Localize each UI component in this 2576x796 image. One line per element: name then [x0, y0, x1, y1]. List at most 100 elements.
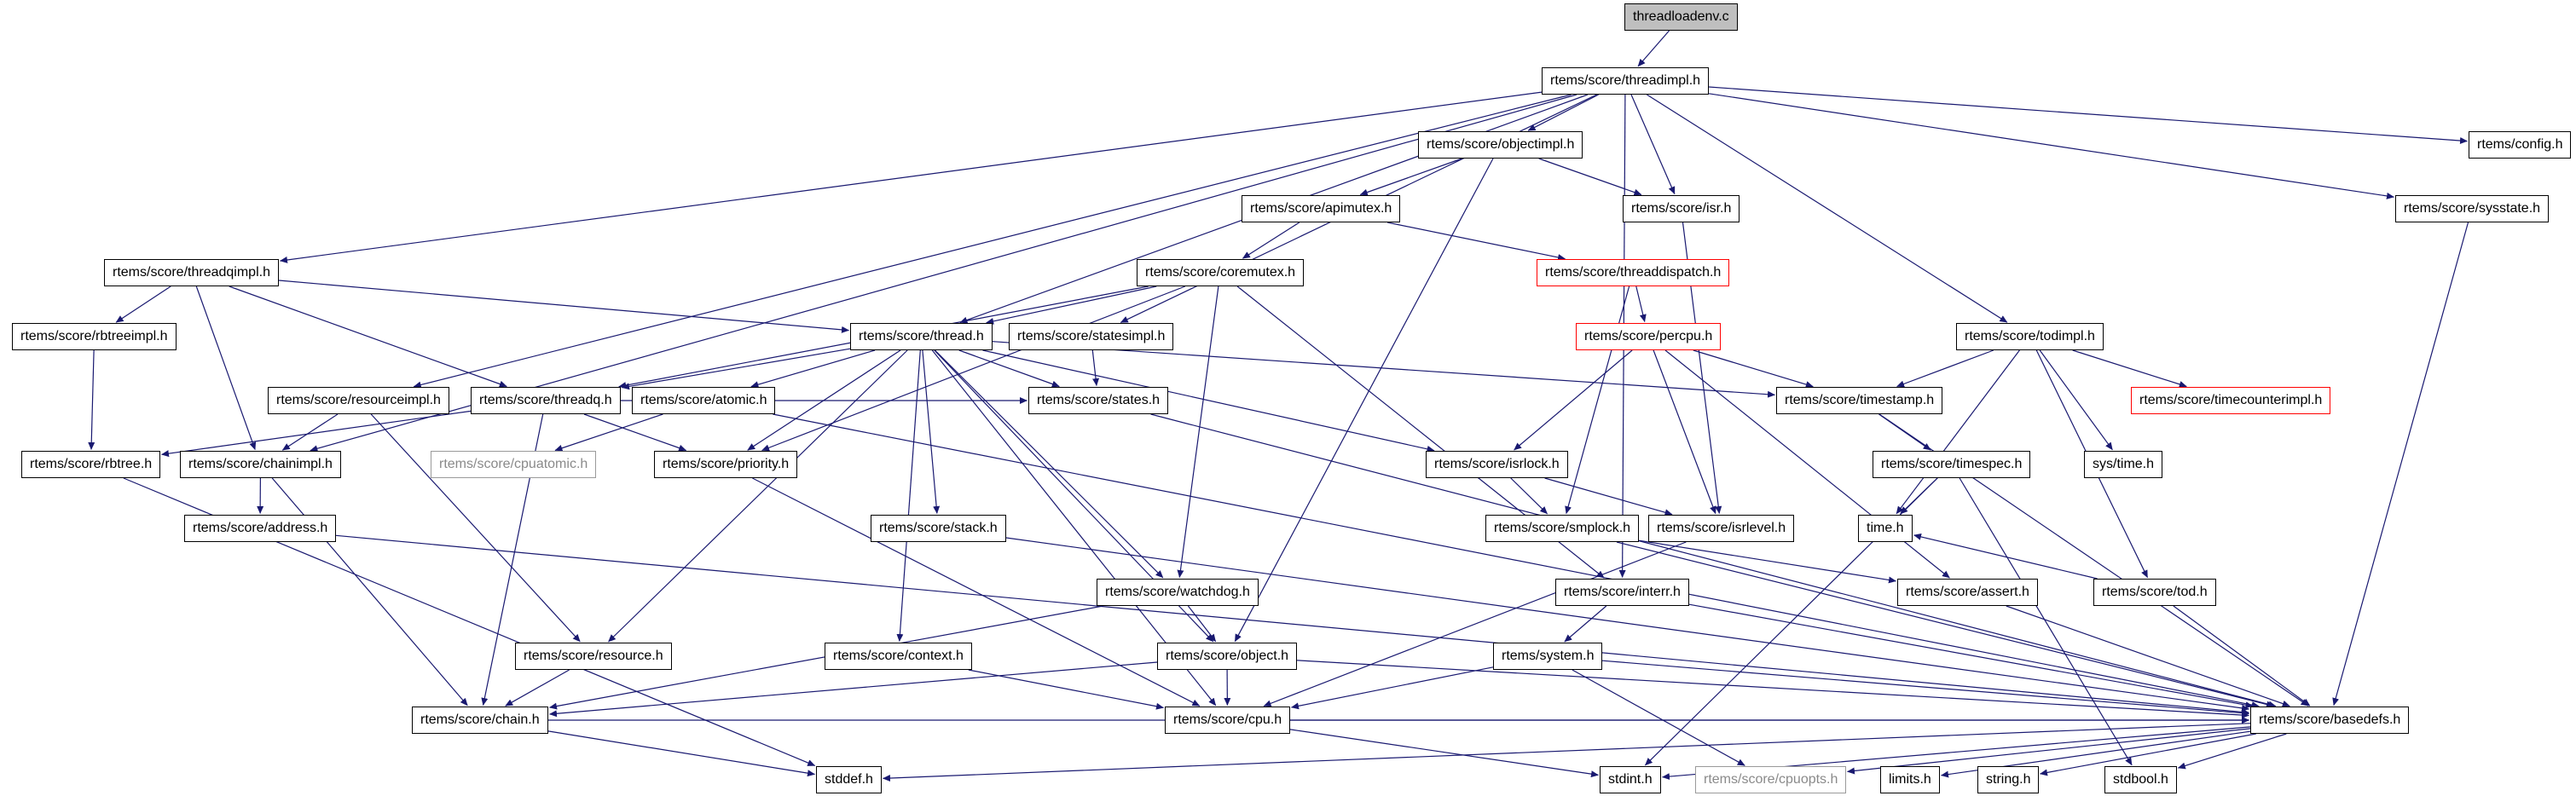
edge-statesimpl-states	[1091, 349, 1100, 386]
edge-isrlevel-cpu	[1263, 541, 1687, 707]
graph-node-apimutex[interactable]: rtems/score/apimutex.h	[1242, 195, 1401, 222]
edge-interr-basedefs	[1688, 603, 2254, 709]
edge-system-cpuopts	[1572, 669, 1745, 766]
edge-threadimpl-objectimpl	[1527, 94, 1599, 131]
graph-node-timecounterimpl[interactable]: rtems/score/timecounterimpl.h	[2131, 387, 2331, 414]
edge-object-chain	[549, 661, 1158, 718]
graph-node-coremutex[interactable]: rtems/score/coremutex.h	[1137, 259, 1305, 286]
graph-node-watchdog[interactable]: rtems/score/watchdog.h	[1097, 579, 1259, 606]
graph-node-cpuatomic: rtems/score/cpuatomic.h	[431, 451, 597, 478]
graph-node-rbtree[interactable]: rtems/score/rbtree.h	[21, 451, 161, 478]
graph-node-resourceimpl[interactable]: rtems/score/resourceimpl.h	[268, 387, 449, 414]
graph-node-rbtreeimpl[interactable]: rtems/score/rbtreeimpl.h	[12, 323, 177, 350]
edge-resourceimpl-resource	[370, 413, 581, 643]
edge-coremutex-watchdog	[1177, 286, 1219, 578]
graph-node-threadimpl[interactable]: rtems/score/threadimpl.h	[1542, 67, 1710, 95]
graph-node-smplock[interactable]: rtems/score/smplock.h	[1485, 515, 1640, 542]
graph-node-address[interactable]: rtems/score/address.h	[184, 515, 337, 542]
edge-basedefs-stddef	[883, 723, 2251, 782]
graph-node-atomic[interactable]: rtems/score/atomic.h	[632, 387, 776, 414]
edge-system-cpu	[1291, 666, 1494, 710]
graph-node-config[interactable]: rtems/config.h	[2469, 131, 2572, 159]
graph-node-stdbool: stdbool.h	[2104, 766, 2177, 793]
graph-node-object[interactable]: rtems/score/object.h	[1157, 643, 1298, 670]
edge-object-basedefs	[1296, 660, 2249, 719]
edge-sysstate-basedefs	[2332, 222, 2469, 707]
graph-node-chain[interactable]: rtems/score/chain.h	[412, 707, 548, 734]
edge-resourceimpl-chainimpl	[281, 413, 339, 451]
graph-node-sysstate[interactable]: rtems/score/sysstate.h	[2395, 195, 2550, 222]
graph-node-cpu[interactable]: rtems/score/cpu.h	[1165, 707, 1291, 734]
graph-node-limits: limits.h	[1880, 766, 1940, 793]
edge-smplock-assert	[1638, 539, 1896, 584]
edge-threaddispatch-smplock	[1565, 286, 1630, 515]
graph-node-priority[interactable]: rtems/score/priority.h	[654, 451, 798, 478]
graph-node-context[interactable]: rtems/score/context.h	[825, 643, 972, 670]
edge-objectimpl-isr	[1538, 158, 1642, 196]
edge-cpu-stdint	[1289, 729, 1599, 778]
graph-node-interr[interactable]: rtems/score/interr.h	[1555, 579, 1689, 606]
graph-node-todimpl[interactable]: rtems/score/todimpl.h	[1956, 323, 2104, 350]
edge-todimpl-time	[1896, 349, 2020, 515]
edge-threadqimpl-thread	[278, 280, 849, 333]
graph-node-isrlevel[interactable]: rtems/score/isrlevel.h	[1648, 515, 1795, 542]
edge-system-basedefs	[1601, 660, 2249, 717]
graph-node-resource[interactable]: rtems/score/resource.h	[515, 643, 672, 670]
graph-node-stddef: stddef.h	[816, 766, 882, 793]
edge-interr-system	[1564, 605, 1607, 643]
edge-percpu-isrlock	[1514, 349, 1633, 451]
edge-coremutex-priority	[761, 286, 1186, 452]
graph-node-timestamp[interactable]: rtems/score/timestamp.h	[1776, 387, 1943, 414]
graph-node-tod[interactable]: rtems/score/tod.h	[2093, 579, 2216, 606]
edge-tod-time	[1913, 533, 2098, 580]
edge-apimutex-coremutex	[1242, 222, 1300, 259]
graph-node-system[interactable]: rtems/system.h	[1493, 643, 1603, 670]
edge-thread-resource	[608, 349, 908, 643]
edge-tod-basedefs	[2173, 605, 2311, 707]
graph-node-timespec[interactable]: rtems/score/timespec.h	[1873, 451, 2031, 478]
edge-watchdog-object	[1187, 605, 1217, 643]
edge-objectimpl-object	[1234, 158, 1494, 643]
edge-chain-stddef	[547, 730, 815, 777]
edge-states-basedefs	[1150, 413, 2277, 708]
graph-node-thread[interactable]: rtems/score/thread.h	[850, 323, 993, 350]
graph-node-chainimpl[interactable]: rtems/score/chainimpl.h	[180, 451, 341, 478]
edge-basedefs-stdbool	[2177, 733, 2287, 770]
edge-todimpl-systime	[2039, 349, 2113, 451]
graph-node-threaddispatch[interactable]: rtems/score/threaddispatch.h	[1537, 259, 1730, 286]
edge-resource-chain	[505, 669, 570, 707]
graph-node-assert[interactable]: rtems/score/assert.h	[1897, 579, 2038, 606]
edge-context-cpu	[968, 669, 1164, 710]
edge-thread-states	[958, 349, 1060, 388]
graph-node-basedefs[interactable]: rtems/score/basedefs.h	[2250, 707, 2410, 734]
edge-threadloadenv_c-threadimpl	[1637, 30, 1670, 67]
edge-smplock-basedefs	[1616, 541, 2274, 708]
graph-node-string: string.h	[1977, 766, 2040, 793]
graph-node-threadqimpl[interactable]: rtems/score/threadqimpl.h	[104, 259, 279, 286]
graph-node-isrlock[interactable]: rtems/score/isrlock.h	[1426, 451, 1568, 478]
edge-apimutex-threaddispatch	[1386, 222, 1566, 261]
graph-node-stdint: stdint.h	[1600, 766, 1661, 793]
graph-node-stack[interactable]: rtems/score/stack.h	[871, 515, 1006, 542]
edge-coremutex-thread	[986, 286, 1157, 325]
edge-percpu-isrlevel	[1653, 349, 1716, 515]
edge-objectimpl-apimutex	[1359, 158, 1462, 196]
edge-thread-watchdog	[935, 349, 1164, 579]
graph-node-states[interactable]: rtems/score/states.h	[1028, 387, 1169, 414]
graph-node-statesimpl[interactable]: rtems/score/statesimpl.h	[1009, 323, 1174, 350]
edge-thread-atomic	[750, 349, 876, 389]
edge-thread-isrlock	[982, 349, 1435, 453]
graph-node-percpu[interactable]: rtems/score/percpu.h	[1576, 323, 1722, 350]
graph-node-threadq[interactable]: rtems/score/threadq.h	[471, 387, 621, 414]
edge-thread-context	[896, 349, 921, 642]
graph-node-objectimpl[interactable]: rtems/score/objectimpl.h	[1418, 131, 1583, 159]
graph-node-systime: sys/time.h	[2084, 451, 2163, 478]
edge-todimpl-timecounterimpl	[2072, 349, 2187, 388]
graph-node-isr[interactable]: rtems/score/isr.h	[1623, 195, 1740, 222]
edge-basedefs-string	[2040, 733, 2256, 776]
edge-thread-timestamp	[992, 341, 1775, 398]
edge-isrlock-smplock	[1510, 477, 1548, 515]
edge-threadq-rbtree	[161, 410, 472, 458]
graph-node-time: time.h	[1858, 515, 1913, 542]
